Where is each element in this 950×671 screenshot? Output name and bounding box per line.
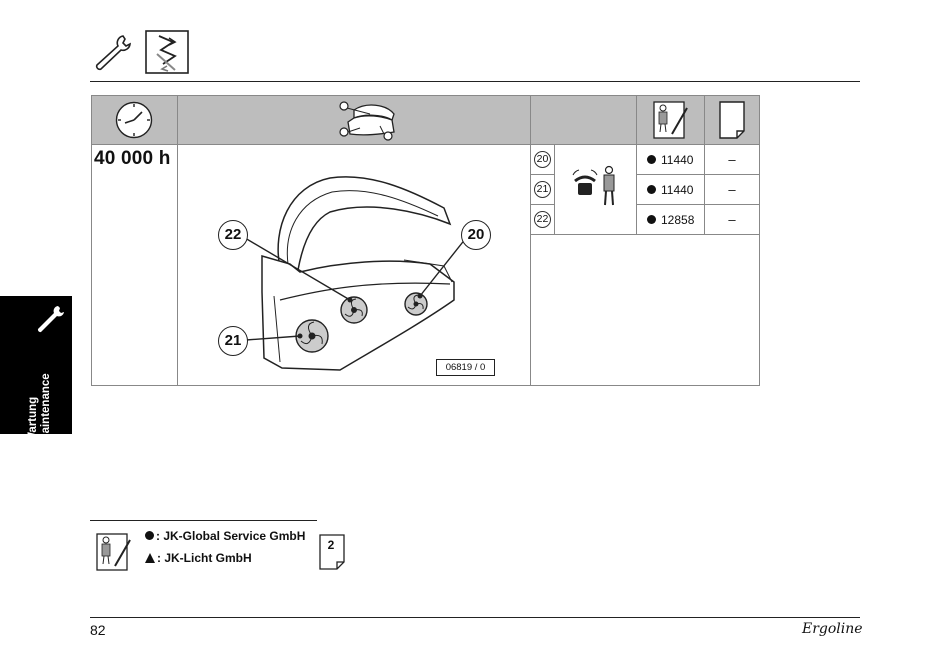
maintenance-table: 40 000 h 20 11440 – 21 11440 – 22 12858 …	[91, 95, 760, 386]
part-number-cell: 11440	[636, 174, 705, 205]
table-row	[92, 234, 760, 386]
quantity-cell: –	[704, 144, 760, 175]
legend-licht: : JK-Licht GmbH	[145, 551, 252, 565]
solarium-icon	[339, 101, 395, 141]
exchange-parts-icon	[145, 30, 189, 74]
header-document	[704, 95, 760, 145]
part-number-cell: 11440	[636, 144, 705, 175]
header-interval	[91, 95, 178, 145]
header-technician	[636, 95, 705, 145]
callout-21: 21	[218, 326, 248, 356]
quantity-cell: –	[704, 174, 760, 205]
legend-service: : JK-Global Service GmbH	[145, 529, 305, 543]
technician-legend-icon	[96, 533, 131, 571]
row-num-cell: 20	[530, 144, 555, 175]
callout-20: 20	[461, 220, 491, 250]
doc-number-icon	[319, 534, 345, 570]
wrench-tab-icon	[37, 306, 64, 333]
part-number-cell: 12858	[636, 204, 705, 235]
row-num-cell: 22	[530, 204, 555, 235]
solarium-drawing	[244, 176, 467, 371]
brand-logo: Ergoline	[802, 621, 863, 637]
service-phone-icon	[572, 165, 615, 206]
legend-rule	[90, 520, 317, 521]
service-dot-icon	[647, 214, 656, 224]
table-row: 40 000 h 20 11440 –	[91, 144, 760, 386]
table-header-row	[91, 95, 760, 145]
header-service	[530, 95, 637, 145]
licht-triangle-icon	[145, 552, 155, 563]
page-number: 82	[90, 622, 106, 638]
clock-icon	[115, 101, 153, 139]
service-dot-icon	[145, 531, 154, 541]
service-contact-cell	[554, 144, 637, 235]
doc-number: 2	[327, 538, 335, 552]
header-component	[177, 95, 531, 145]
row-num-cell: 21	[530, 174, 555, 205]
drawing-number: 06819 / 0	[436, 359, 495, 376]
header-rule	[90, 81, 860, 82]
fan-20	[404, 292, 428, 316]
empty-cell	[530, 234, 760, 386]
wrench-icon	[95, 35, 131, 71]
callout-22: 22	[218, 220, 248, 250]
document-icon	[719, 101, 745, 139]
quantity-cell: –	[704, 204, 760, 235]
section-tab	[0, 296, 72, 434]
fan-22	[340, 296, 368, 324]
section-tab-label: Wartung Maintenance	[27, 373, 52, 443]
service-dot-icon	[647, 154, 656, 164]
interval-cell: 40 000 h	[91, 144, 178, 386]
table-row: 22 12858 –	[92, 204, 760, 235]
footer-rule	[90, 617, 860, 618]
service-dot-icon	[647, 184, 656, 194]
technician-manual-icon	[653, 101, 688, 139]
